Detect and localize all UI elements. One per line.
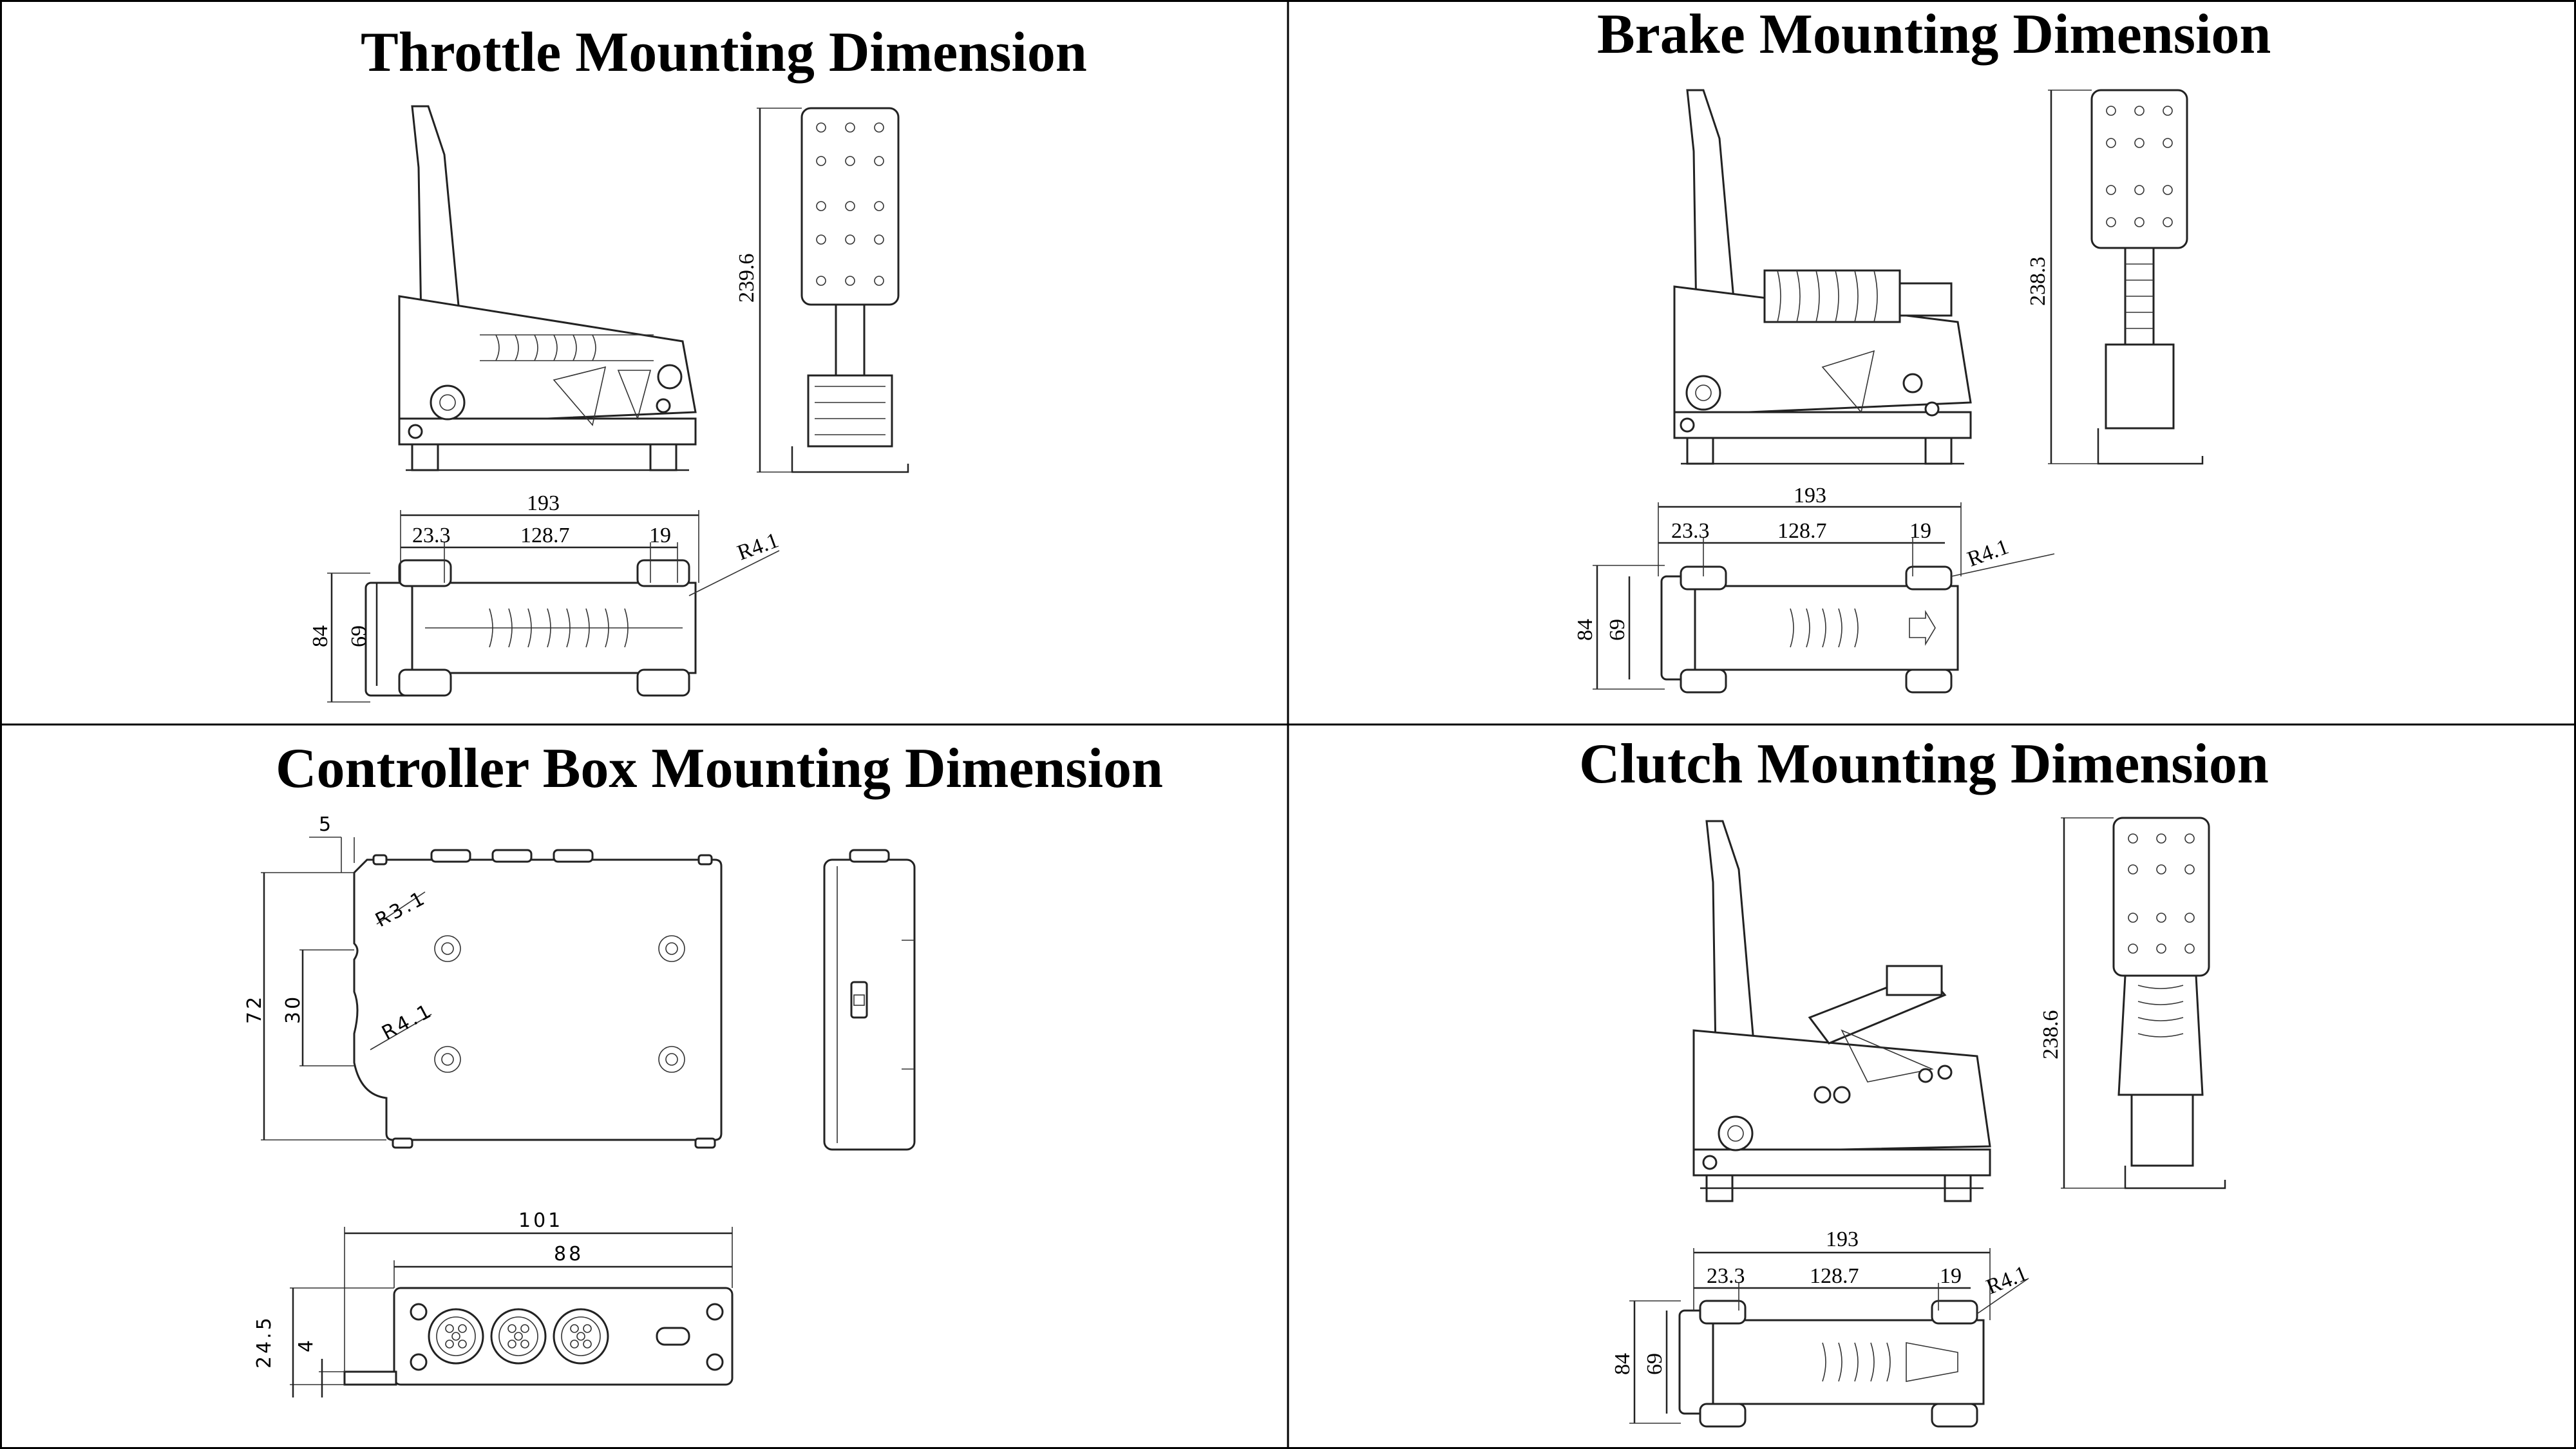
throttle-d3-dim: 19 [649,524,671,547]
controller-notch-dim: 5 [319,813,334,836]
clutch-front-view [2061,817,2226,1189]
clutch-d1-dim: 23.3 [1707,1264,1745,1288]
clutch-length-dim: 193 [1826,1227,1859,1251]
controller-height-dim: 72 [243,994,266,1024]
brake-d1-dim: 23.3 [1671,519,1710,543]
throttle-top-view [327,510,780,703]
throttle-front-view [757,107,909,473]
controller-side-view [823,849,916,1151]
brake-length-dim: 193 [1794,484,1826,507]
brake-height-dim: 238.3 [2026,257,2050,307]
clutch-side-view [1692,820,1991,1202]
throttle-height-dim: 239.6 [735,254,759,303]
brake-radius-dim: R4.1 [1964,535,2012,571]
controller-front-view [261,837,723,1149]
clutch-top-view [1629,1248,2029,1428]
controller-gap-dim: 30 [282,994,305,1024]
clutch-d2-dim: 128.7 [1810,1264,1859,1288]
brake-top-view [1593,502,2055,694]
controller-title: Controller Box Mounting Dimension [276,737,1163,800]
throttle-d2-dim: 128.7 [520,524,570,547]
clutch-width-inner-dim: 69 [1643,1353,1667,1375]
clutch-title: Clutch Mounting Dimension [1579,733,2269,795]
controller-connector-view [290,1227,734,1397]
clutch-d3-dim: 19 [1940,1264,1962,1288]
throttle-length-dim: 193 [527,491,560,515]
controller-depth-dim: 24.5 [253,1315,276,1368]
brake-front-view [2048,89,2204,465]
brake-side-view [1673,89,1972,465]
brake-title: Brake Mounting Dimension [1597,3,2271,66]
throttle-radius-dim: R4.1 [734,528,782,565]
brake-width-inner-dim: 69 [1605,619,1629,641]
throttle-width-inner-dim: 69 [347,625,371,647]
throttle-width-outer-dim: 84 [308,625,332,647]
clutch-width-outer-dim: 84 [1611,1353,1634,1375]
brake-d3-dim: 19 [1909,519,1931,543]
clutch-height-dim: 238.6 [2039,1010,2063,1060]
throttle-title: Throttle Mounting Dimension [361,21,1087,84]
controller-length-outer-dim: 101 [518,1209,563,1232]
throttle-d1-dim: 23.3 [412,524,451,547]
controller-length-inner-dim: 88 [554,1243,583,1265]
controller-base-dim: 4 [295,1338,317,1352]
brake-width-outer-dim: 84 [1573,619,1597,641]
throttle-side-view [398,105,697,471]
brake-d2-dim: 128.7 [1777,519,1827,543]
